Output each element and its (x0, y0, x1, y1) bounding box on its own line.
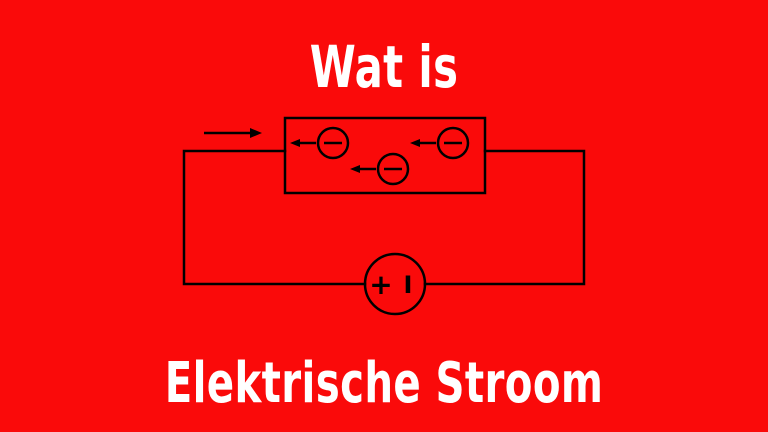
conductor-box (283, 116, 487, 195)
battery-minus: I (404, 271, 413, 299)
electron-icon (410, 126, 470, 160)
electron-icon (290, 126, 350, 160)
battery-icon: + I (363, 252, 427, 316)
electron-icon (350, 152, 410, 186)
battery-plus: + (369, 268, 392, 301)
title-top: Wat is (309, 33, 459, 101)
current-arrow-icon (204, 128, 262, 138)
wire-right (423, 149, 586, 286)
wire-left (182, 149, 367, 286)
title-bottom: Elektrische Stroom (164, 351, 604, 416)
